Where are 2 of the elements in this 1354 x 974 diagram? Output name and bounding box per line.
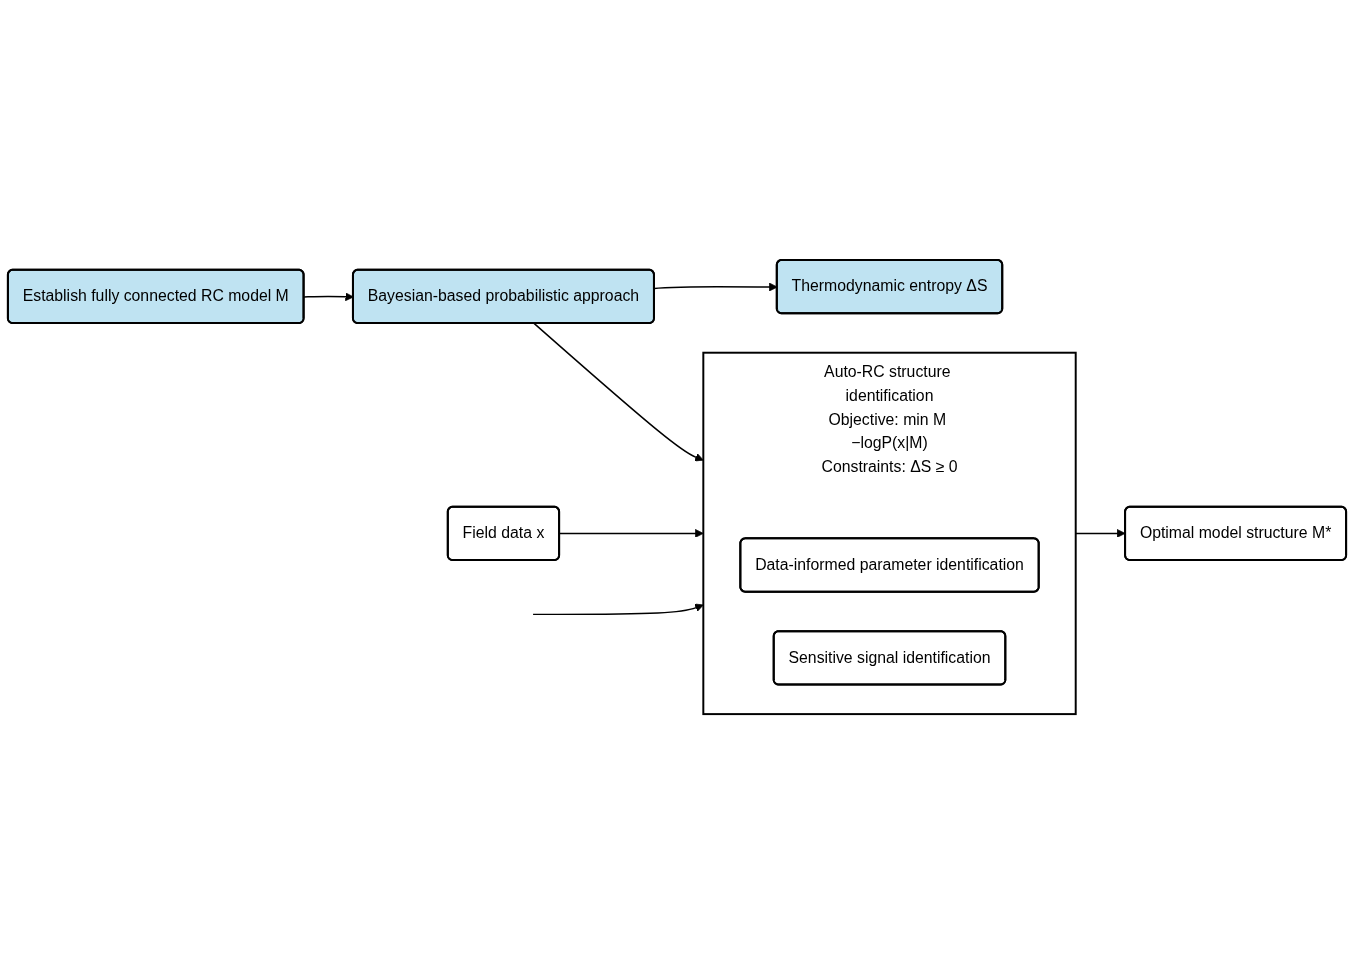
arrow (533, 322, 704, 462)
arrow (532, 603, 704, 616)
